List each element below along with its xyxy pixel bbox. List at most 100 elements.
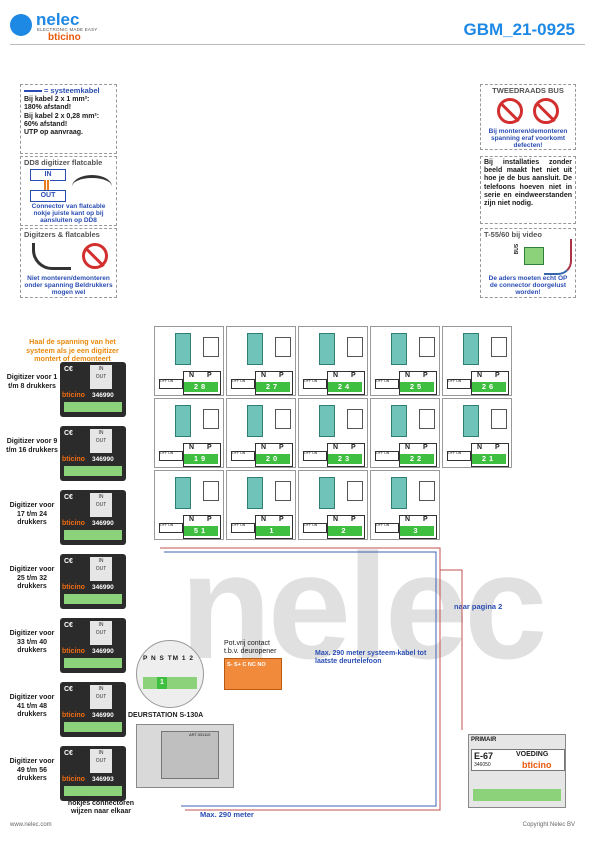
note-installaties: Bij installaties zonder beeld maakt het … (480, 156, 576, 224)
n-label: N (189, 444, 195, 451)
phone-terminal (319, 405, 335, 437)
brand-name: nelec (36, 10, 80, 29)
phone-screen (203, 337, 219, 357)
digitizer-label: Digitizer voor 17 t/m 24 drukkers (9, 502, 55, 526)
connector-num: 1 (157, 677, 167, 689)
p-label: P (495, 372, 500, 379)
terminal-block (64, 658, 122, 668)
digitizer-code: 346990 (92, 392, 114, 399)
phone-address: 25 (400, 382, 434, 392)
ce-mark: C€ (64, 494, 73, 501)
p-label: P (207, 372, 212, 379)
digitizer-label: Digitizer voor 33 t/m 40 drukkers (9, 630, 55, 654)
n-label: N (405, 444, 411, 451)
note-digitizers: Digitzers & flatcables Niet monteren/dem… (20, 228, 117, 298)
p-label: P (207, 444, 212, 451)
phone-terminal (391, 333, 407, 365)
digitizer-code: 346990 (92, 584, 114, 591)
cable-icon (72, 175, 112, 198)
connector-block: 1 (143, 677, 197, 689)
p-label: P (279, 372, 284, 379)
digitizer-brand: bticino (62, 776, 85, 783)
digitizer-brand: bticino (62, 456, 85, 463)
terminal-block (64, 530, 122, 540)
phone-address: 19 (184, 454, 218, 464)
termination-switch: OFF ON (447, 451, 471, 461)
termination-switch: OFF ON (303, 451, 327, 461)
phone-address: 22 (400, 454, 434, 464)
digitizer-label: Digitizer voor 9 t/m 16 drukkers (6, 438, 58, 454)
phone-terminal (247, 477, 263, 509)
psu-code: 346050 (474, 762, 491, 768)
p-label: P (351, 516, 356, 523)
psu-primair: PRIMAIR (471, 737, 497, 743)
max290-label: Max. 290 meter (200, 810, 254, 819)
note-caption: Bij monteren/demonteren spanning eraf vo… (488, 128, 568, 150)
phone-terminal (247, 333, 263, 365)
ce-mark: C€ (64, 686, 73, 693)
ce-mark: C€ (64, 750, 73, 757)
p-label: P (279, 444, 284, 451)
note-caption: De aders moeten echt OP de connector doo… (488, 275, 568, 297)
n-label: N (189, 372, 195, 379)
p-label: P (423, 444, 428, 451)
digitizer-code: 346990 (92, 648, 114, 655)
contact-label: Pot.vrij contact t.b.v. deuropener (224, 640, 277, 655)
ce-mark: C€ (64, 430, 73, 437)
door-station: ART.331110 (136, 724, 234, 788)
p-label: P (351, 444, 356, 451)
terminal-block (64, 722, 122, 732)
power-supply: PRIMAIR E-67 VOEDING 346050 bticino (468, 734, 566, 808)
terminal-block (64, 402, 122, 412)
door-board (161, 731, 219, 779)
connector-icon (524, 247, 544, 266)
termination-switch: OFF ON (375, 379, 399, 389)
note-line: Bij kabel 2 x 0,28 mm²: (24, 112, 100, 120)
termination-switch: OFF ON (303, 379, 327, 389)
n-label: N (477, 444, 483, 451)
n-label: N (405, 516, 411, 523)
note-line: UTP op aanvraag. (24, 129, 84, 137)
digitizer-code: 346990 (92, 520, 114, 527)
header-divider (10, 44, 585, 45)
phone-terminal (391, 477, 407, 509)
phone-screen (275, 481, 291, 501)
termination-switch: OFF ON (159, 523, 183, 533)
p-label: P (423, 516, 428, 523)
phone-terminal (175, 405, 191, 437)
note-systeemkabel: = systeemkabel Bij kabel 2 x 1 mm²: 180%… (20, 84, 117, 154)
terminal-block (64, 786, 122, 796)
phone-terminal (391, 405, 407, 437)
n-label: N (189, 516, 195, 523)
digitizer-brand: bticino (62, 648, 85, 655)
wire-icon (544, 239, 572, 276)
note-title: T-55/60 bij video (484, 230, 542, 239)
n-label: N (333, 372, 339, 379)
phone-address: 21 (472, 454, 506, 464)
p-label: P (351, 372, 356, 379)
digitizer-label: Digitizer voor 41 t/m 48 drukkers (9, 694, 55, 718)
n-label: N (261, 372, 267, 379)
digitizer-code: 346993 (92, 776, 114, 783)
note-title: Digitzers & flatcables (24, 230, 100, 239)
ce-mark: C€ (64, 366, 73, 373)
termination-switch: OFF ON (303, 523, 327, 533)
terminal-block (64, 594, 122, 604)
note-title: TWEEDRAADS BUS (492, 86, 564, 95)
door-connector-zoom: P N S TM 1 2 1 (136, 640, 204, 708)
note-dd8: DD8 digitizer flatcable IN OUT Connector… (20, 156, 117, 226)
digitizer-code: 346990 (92, 456, 114, 463)
